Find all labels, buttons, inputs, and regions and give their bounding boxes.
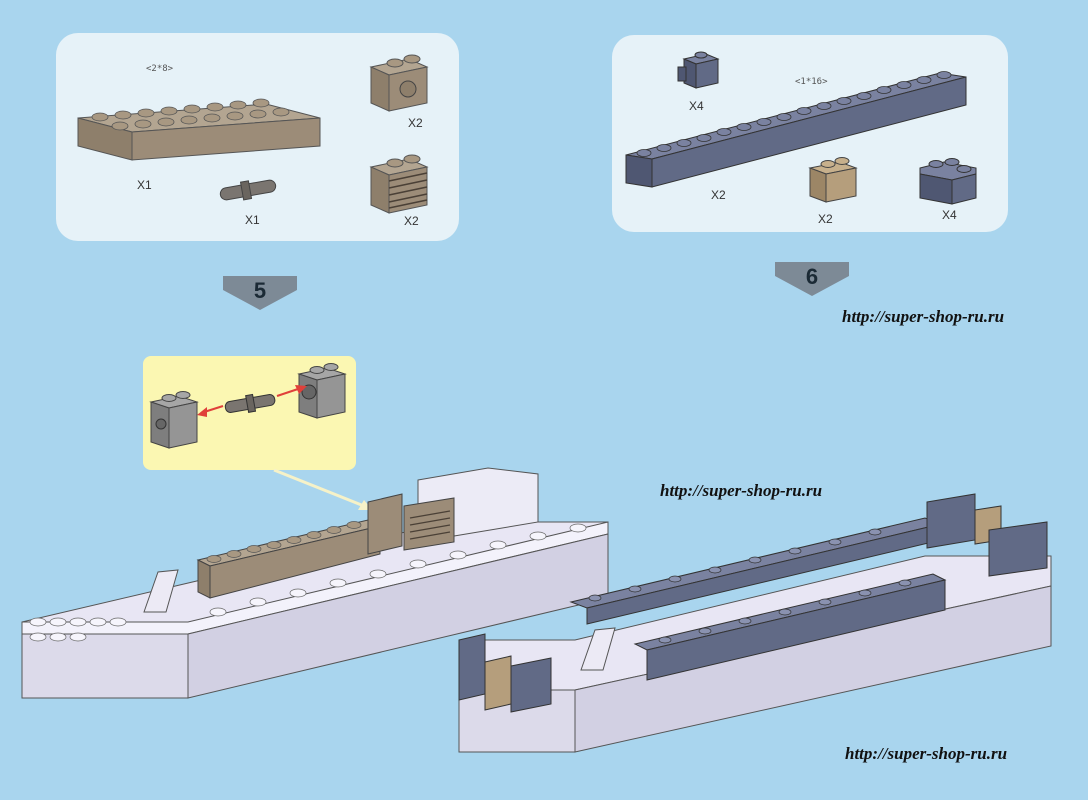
- connector-pin-qty: X1: [245, 213, 260, 227]
- watermark-url: http://super-shop-ru.ru: [845, 744, 1008, 763]
- step-6-marker: 6: [775, 262, 849, 306]
- corner-brick-image: [919, 158, 977, 205]
- brick-1x2-tan-qty: X2: [818, 212, 833, 226]
- brick-1x16-dim: <1*16>: [795, 77, 828, 87]
- connector-callout-diagram: [149, 363, 347, 449]
- clip-brick-image: [677, 51, 720, 89]
- step-5-marker: 5: [223, 276, 297, 320]
- brick-2x8-qty: X1: [137, 178, 152, 192]
- step-arrow-icon: [775, 262, 849, 296]
- step-6-number: 6: [805, 264, 819, 289]
- brick-2x8-dim: <2*8>: [146, 64, 174, 74]
- grille-brick-qty: X2: [404, 214, 419, 228]
- watermark-url: http://super-shop-ru.ru: [842, 307, 1005, 326]
- connector-pin-image: [219, 179, 277, 201]
- step-arrow-icon: [223, 276, 297, 310]
- step5-assembly-model: [21, 467, 609, 699]
- brick-1x16-qty: X2: [711, 188, 726, 202]
- step6-assembly-model: [458, 493, 1052, 753]
- technic-brick-qty: X2: [408, 116, 423, 130]
- brick-1x16-image: [625, 71, 967, 188]
- brick-2x8-image: [77, 98, 321, 161]
- watermark-url: http://super-shop-ru.ru: [660, 481, 823, 500]
- corner-brick-qty: X4: [942, 208, 957, 222]
- step-5-number: 5: [253, 278, 267, 303]
- technic-brick-image: [369, 54, 429, 112]
- clip-brick-qty: X4: [689, 99, 704, 113]
- grille-brick-image: [369, 154, 429, 214]
- brick-1x2-tan-image: [808, 157, 858, 203]
